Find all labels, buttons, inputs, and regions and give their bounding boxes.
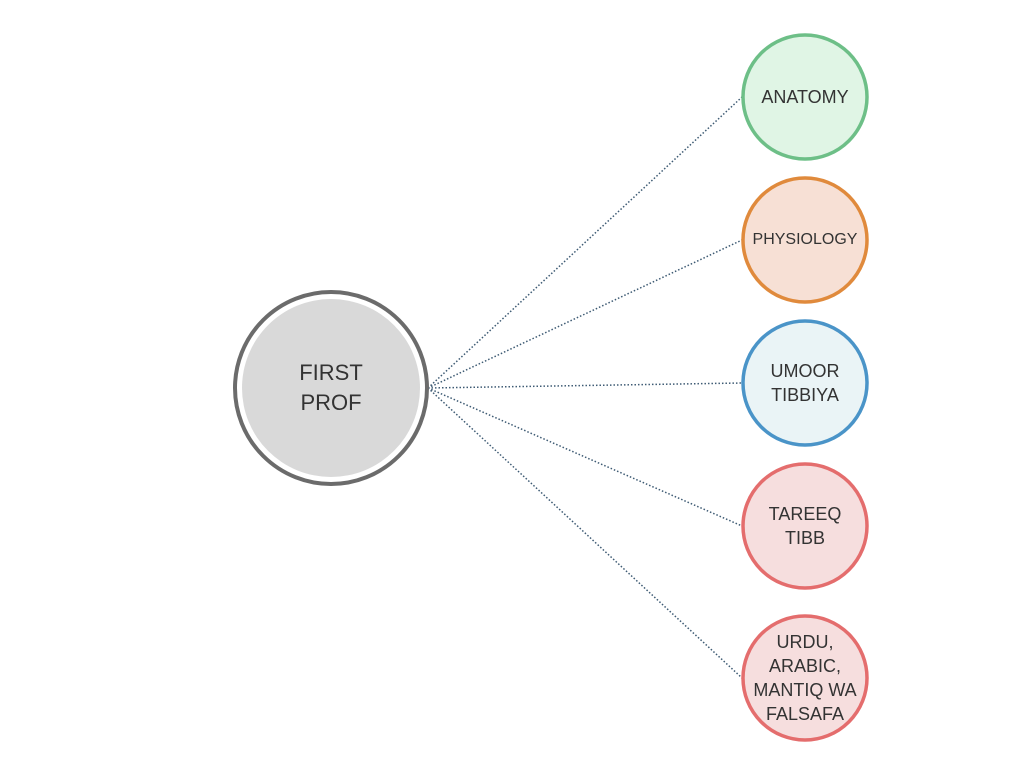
subject-node-label: PHYSIOLOGY (752, 231, 858, 248)
subject-node-label: TAREEQ TIBB (768, 504, 842, 548)
subject-node (741, 176, 869, 304)
subject-node (741, 33, 869, 161)
center-node-label: FIRST PROF (299, 360, 363, 415)
connector-line (427, 387, 743, 679)
connector-line (427, 239, 743, 389)
subject-node-label: ANATOMY (761, 87, 849, 107)
connector-line (427, 387, 743, 527)
subject-node (741, 614, 869, 742)
connector-line (427, 382, 743, 389)
subject-node (741, 462, 869, 590)
subject-node-label: UMOOR TIBBIYA (770, 361, 840, 405)
connector-line (427, 96, 743, 389)
subject-node-label: URDU, ARABIC, MANTIQ WA FALSAFA (753, 632, 857, 724)
subject-node (741, 319, 869, 447)
center-node (242, 299, 420, 477)
